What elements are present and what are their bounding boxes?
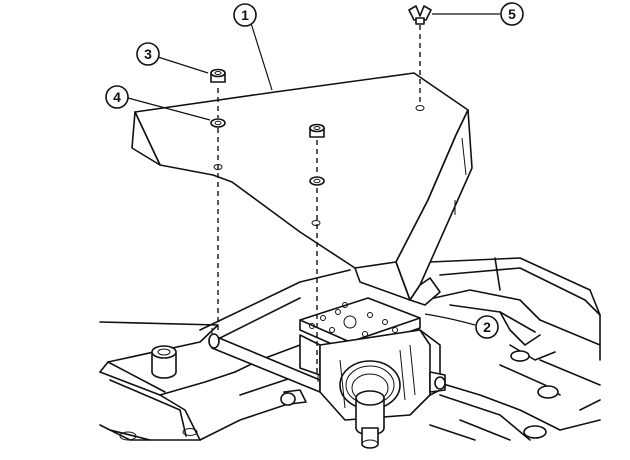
svg-text:1: 1: [241, 7, 249, 23]
svg-text:4: 4: [113, 89, 121, 105]
callouts: 1 2 3 4 5: [105, 2, 524, 339]
callout-4: 4: [105, 85, 129, 109]
callout-5: 5: [500, 2, 524, 26]
callout-3: 3: [136, 42, 160, 66]
hex-nut-left: [210, 68, 226, 83]
cross-shaft: [208, 328, 321, 406]
callout-2: 2: [475, 315, 499, 339]
washer-left: [210, 118, 226, 128]
shield-plate: [131, 72, 473, 306]
washer-center: [309, 176, 325, 186]
svg-text:5: 5: [508, 6, 516, 22]
svg-text:3: 3: [144, 46, 152, 62]
wing-bolt: [408, 5, 432, 25]
bushing-part: [151, 345, 177, 379]
svg-text:2: 2: [483, 319, 491, 335]
gearbox: [299, 297, 446, 449]
callout-1: 1: [233, 3, 257, 27]
hex-nut-center: [309, 123, 325, 138]
assembly-lines: [217, 25, 421, 375]
